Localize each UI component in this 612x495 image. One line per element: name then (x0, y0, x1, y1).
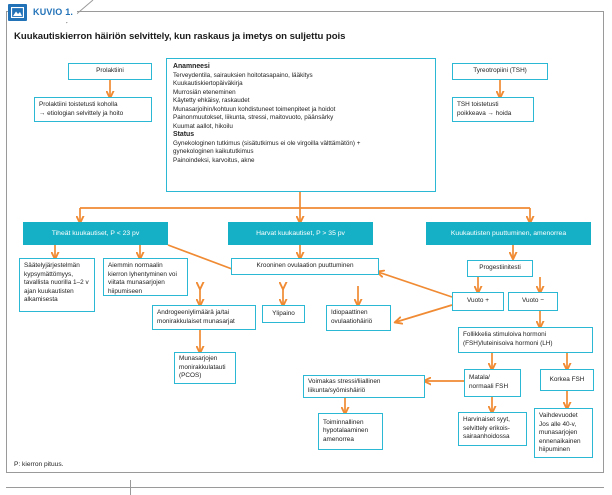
branch-bar-tiheat-label: Tiheät kuukautiset, P < 23 pv (51, 230, 140, 237)
branch-bar-amenorrea[interactable]: Kuukautisten puuttuminen, amenorrea (426, 222, 591, 245)
bottom-rule (6, 487, 604, 488)
prolaktiini-result-line1: Prolaktiini toistetusti koholla (39, 100, 118, 108)
box-korkea-fsh[interactable]: Korkea FSH (540, 369, 594, 391)
anamneesi-item: Kuukautiskiertopäiväkirja (173, 80, 243, 87)
page-title: Kuukautiskierron häiriön selvittely, kun… (14, 31, 346, 42)
box-vuoto-plus-label: Vuoto + (467, 297, 489, 305)
box-fsh-lh[interactable]: Follikkelia stimuloiva hormoni (FSH)/lut… (458, 327, 593, 353)
box-idiopaattinen[interactable]: Idiopaattinen ovulaatiohäiriö (326, 305, 391, 331)
anamneesi-item: Munasarjoihin/kohtuun kohdistuneet toime… (173, 105, 336, 113)
box-stressi-label: Voimakas stressi/liiallinen liikunta/syö… (308, 377, 381, 394)
box-ylipaino-label: Ylipaino (272, 309, 295, 317)
anamneesi-heading: Anamneesi (173, 63, 210, 70)
box-saatelyjarjestelma[interactable]: Säätelyjärjestelmän kypsymättömyys, tava… (19, 258, 95, 312)
box-tsh-label: Tyreotropiini (TSH) (473, 67, 527, 75)
status-item: gynekologinen kaikututkimus (173, 148, 254, 155)
bottom-tick (130, 480, 131, 495)
status-item: Painoindeksi, karvoitus, akne (173, 156, 255, 164)
box-krooninen-ovulaatio[interactable]: Krooninen ovulaation puuttuminen (231, 258, 379, 275)
box-saatelyjarjestelma-label: Säätelyjärjestelmän kypsymättömyys, tava… (24, 262, 89, 304)
box-krooninen-ovulaatio-label: Krooninen ovulaation puuttuminen (256, 262, 354, 270)
box-hypotalaaminen-amenorrea[interactable]: Toiminnallinen hypotalaaminen amenorrea (318, 413, 383, 450)
branch-bar-harvat[interactable]: Harvat kuukautiset, P > 35 pv (228, 222, 373, 245)
box-vuoto-plus[interactable]: Vuoto + (452, 292, 504, 311)
kuvio-tab: KUVIO 1. (8, 2, 78, 22)
footnote: P: kierron pituus. (14, 461, 64, 468)
status-heading: Status (173, 131, 195, 138)
branch-bar-harvat-label: Harvat kuukautiset, P > 35 pv (256, 230, 345, 237)
box-androgeeni-label: Androgeeniylimäärä ja/tai monirakkulaise… (157, 308, 235, 325)
anamneesi-item: Käytetty ehkäisy, raskaudet (173, 97, 250, 104)
box-harvinaiset-syyt[interactable]: Harvinaiset syyt, selvittely erikois- sa… (458, 412, 527, 446)
box-harvinaiset-syyt-label: Harvinaiset syyt, selvittely erikois- sa… (463, 416, 510, 441)
box-vuoto-minus-label: Vuoto − (522, 297, 544, 305)
box-fsh-lh-label: Follikkelia stimuloiva hormoni (FSH)/lut… (463, 331, 553, 347)
box-tsh-result[interactable]: TSH toistetusti poikkeava → hoida (452, 97, 534, 122)
box-kierron-lyhentyminen[interactable]: Aiemmin normaalin kierron lyhentyminen v… (103, 258, 188, 296)
anamneesi-item: Terveydentila, sairauksien hoitotasapain… (173, 71, 313, 79)
image-icon (8, 3, 27, 21)
box-prolaktiini-result[interactable]: Prolaktiini toistetusti koholla → etiolo… (34, 97, 152, 122)
branch-bar-amenorrea-label: Kuukautisten puuttuminen, amenorrea (450, 230, 567, 237)
box-matala-fsh-label: Matala/ normaali FSH (469, 374, 509, 390)
anamneesi-item: Murrosiän eteneminen (173, 88, 236, 96)
box-kierron-lyhentyminen-label: Aiemmin normaalin kierron lyhentyminen v… (108, 262, 177, 295)
box-anamneesi[interactable]: Anamneesi Terveydentila, sairauksien hoi… (166, 58, 436, 192)
box-vaihdevuodet-label: Vaihdevuodet Jos alle 40-v, munasarjojen… (539, 412, 581, 454)
status-item: Gynekologinen tutkimus (sisätutkimus ei … (173, 139, 361, 147)
kuvio-label: KUVIO 1. (33, 7, 74, 17)
box-stressi[interactable]: Voimakas stressi/liiallinen liikunta/syö… (303, 375, 425, 398)
box-hypotalaaminen-amenorrea-label: Toiminnallinen hypotalaaminen amenorrea (323, 418, 369, 443)
box-prolaktiini[interactable]: Prolaktiini (68, 63, 152, 80)
box-pcos[interactable]: Munasarjojen monirakkulatauti (PCOS) (174, 352, 236, 384)
tsh-result-line1: TSH toistetusti (457, 100, 499, 108)
box-progestiinitesti[interactable]: Progestiinitesti (467, 260, 533, 277)
box-androgeeni[interactable]: Androgeeniylimäärä ja/tai monirakkulaise… (152, 305, 256, 330)
box-prolaktiini-label: Prolaktiini (96, 67, 124, 75)
box-progestiinitesti-label: Progestiinitesti (479, 264, 521, 272)
box-korkea-fsh-label: Korkea FSH (549, 375, 585, 383)
box-vaihdevuodet[interactable]: Vaihdevuodet Jos alle 40-v, munasarjojen… (534, 408, 593, 458)
prolaktiini-result-line2: → etiologian selvittely ja hoito (39, 109, 124, 117)
box-idiopaattinen-label: Idiopaattinen ovulaatiohäiriö (331, 309, 373, 325)
anamneesi-item: Painonmuutokset, liikunta, stressi, mait… (173, 114, 334, 121)
box-tsh[interactable]: Tyreotropiini (TSH) (452, 63, 548, 80)
box-vuoto-minus[interactable]: Vuoto − (508, 292, 558, 311)
tsh-result-line2: poikkeava → hoida (457, 109, 512, 117)
box-ylipaino[interactable]: Ylipaino (262, 305, 305, 323)
box-pcos-label: Munasarjojen monirakkulatauti (PCOS) (179, 355, 226, 380)
branch-bar-tiheat[interactable]: Tiheät kuukautiset, P < 23 pv (23, 222, 168, 245)
anamneesi-item: Kuumat aallot, hikoilu (173, 122, 233, 130)
box-matala-fsh[interactable]: Matala/ normaali FSH (464, 369, 521, 397)
